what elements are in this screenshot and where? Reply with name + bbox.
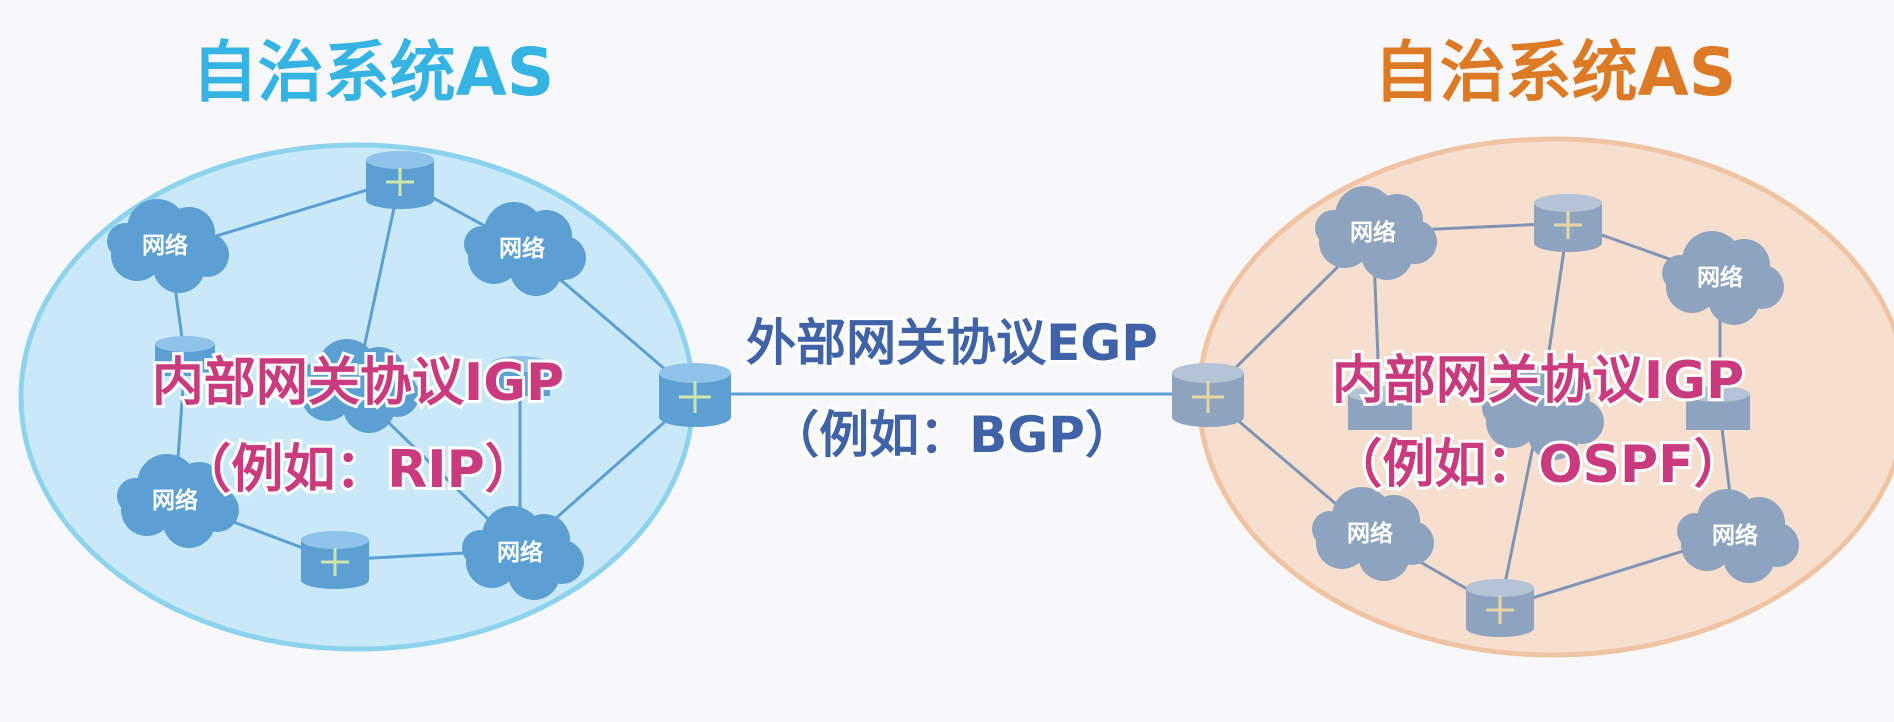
- left-network-cloud-2: 网络: [464, 202, 586, 296]
- cloud-label: 网络: [152, 487, 198, 514]
- right-igp-label: 内部网关协议IGP: [1332, 351, 1744, 411]
- left-as-title: 自治系统AS: [192, 34, 555, 111]
- cloud-label: 网络: [1697, 264, 1743, 291]
- left-border-router: [659, 363, 731, 427]
- right-router-mid-right: [1686, 386, 1750, 430]
- egp-example: （例如：BGP）: [769, 406, 1135, 464]
- left-router-mid-left: [155, 336, 215, 376]
- left-as-region: 网络 网络 网络 网络 自治系统AS 内部网关协议IGP （例如：RIP）: [18, 34, 731, 652]
- cloud-label: 网络: [499, 235, 545, 262]
- left-igp-label: 内部网关协议IGP: [152, 353, 564, 413]
- left-router-mid-right: [490, 356, 550, 396]
- right-router-mid-left: [1348, 386, 1412, 430]
- right-as-region: 网络 网络 网络 网络 自治系统AS 内部网关协议IGP （例如：OSPF）: [1172, 34, 1894, 658]
- right-igp-example: （例如：OSPF）: [1330, 435, 1745, 495]
- cloud-label: 网络: [1350, 219, 1396, 246]
- right-network-cloud-2: 网络: [1662, 231, 1784, 325]
- left-network-cloud-1: 网络: [107, 199, 229, 293]
- right-network-cloud-3: 网络: [1312, 487, 1434, 581]
- left-igp-example: （例如：RIP）: [179, 440, 537, 500]
- left-network-cloud-3: 网络: [117, 454, 239, 548]
- cloud-label: 网络: [1347, 520, 1393, 547]
- cloud-label: 网络: [497, 539, 543, 566]
- cloud-label: 网络: [142, 232, 188, 259]
- cloud-label: 网络: [1712, 522, 1758, 549]
- left-network-cloud-4: 网络: [462, 506, 584, 600]
- egp-label: 外部网关协议EGP: [746, 314, 1158, 372]
- left-router-top: [366, 151, 434, 209]
- right-network-cloud-4: 网络: [1677, 489, 1799, 583]
- left-router-bottom: [301, 531, 369, 589]
- right-border-router: [1172, 363, 1244, 427]
- right-router-bottom: [1466, 579, 1534, 637]
- right-as-title: 自治系统AS: [1374, 34, 1737, 111]
- right-router-top: [1534, 194, 1602, 252]
- right-network-cloud-1: 网络: [1315, 186, 1437, 280]
